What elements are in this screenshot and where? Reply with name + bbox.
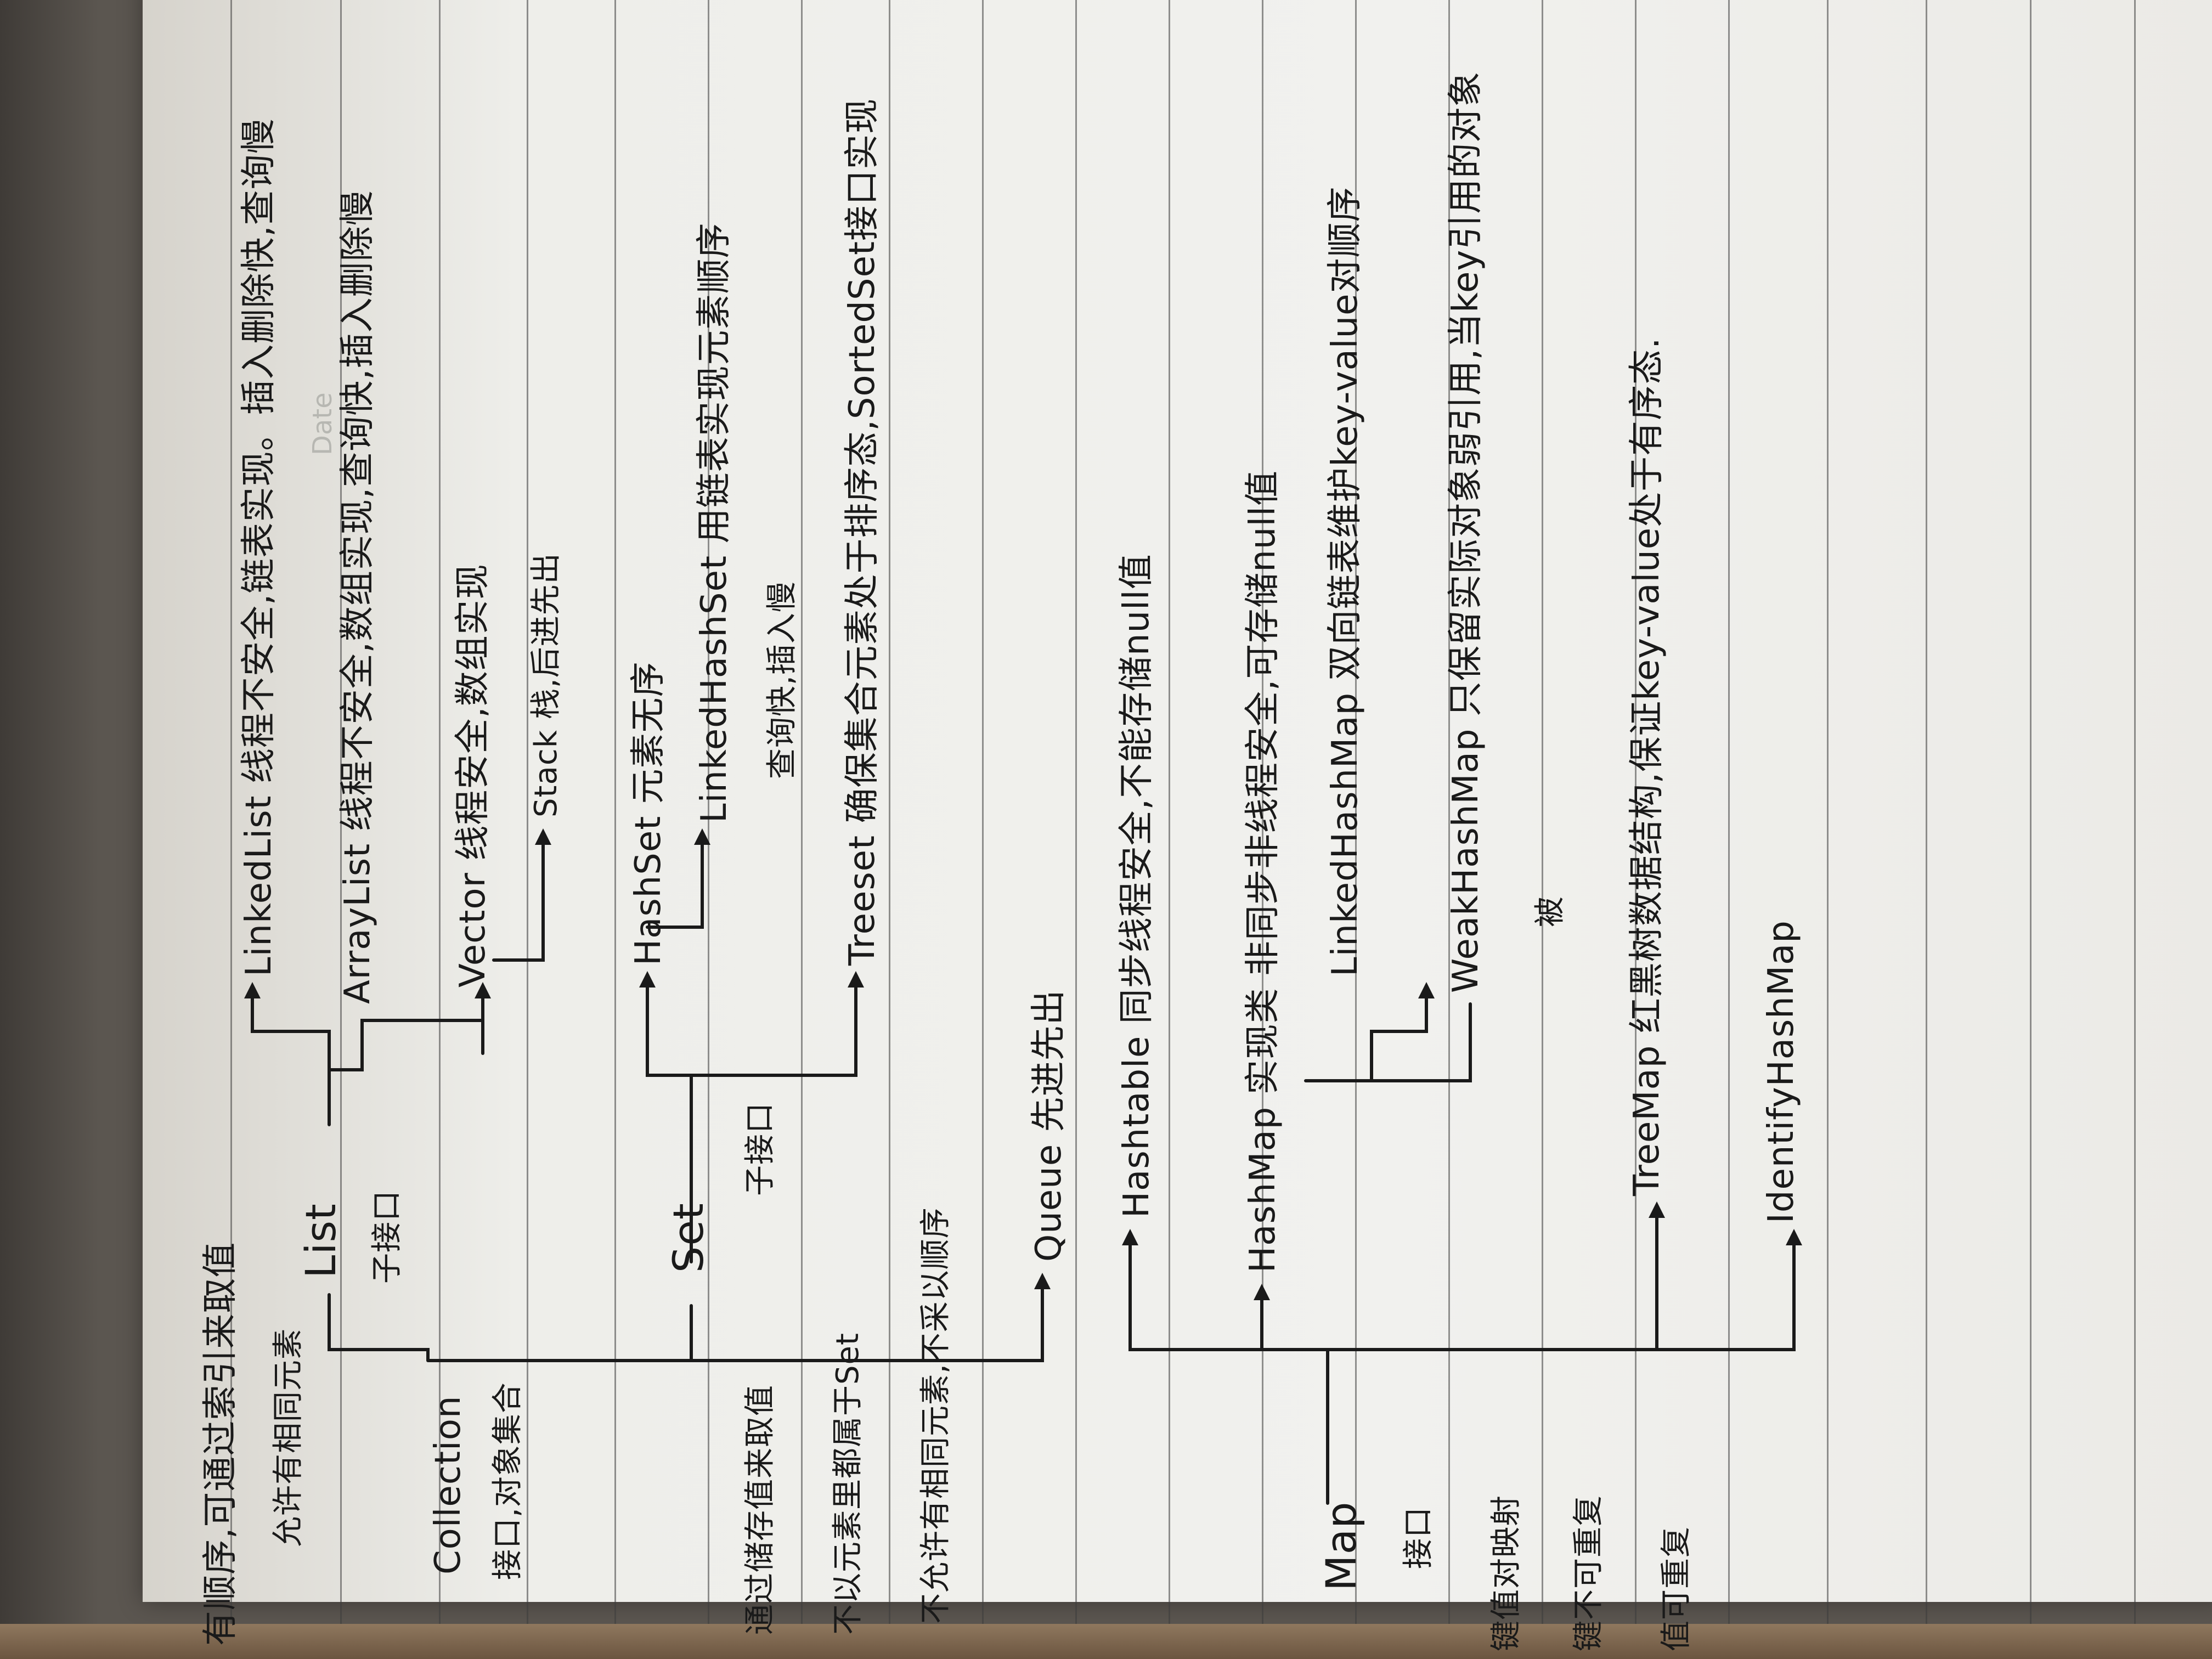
ruled-line bbox=[801, 0, 803, 1624]
ruled-line bbox=[1926, 0, 1927, 1624]
ruled-line bbox=[708, 0, 709, 1624]
queue-node: Queue 先进先出 bbox=[1029, 989, 1069, 1262]
ruled-line bbox=[1635, 0, 1637, 1624]
map-note-2: 键不可重复 bbox=[1571, 1495, 1606, 1651]
set-node: Set bbox=[664, 1203, 713, 1273]
hashset-node: HashSet 元素无序 bbox=[628, 661, 669, 966]
ruled-line bbox=[1262, 0, 1263, 1624]
notebook-binding bbox=[0, 1624, 2212, 1659]
linkedhashset-note: 查询快,插入慢 bbox=[764, 581, 800, 779]
map-note-1: 键值对映射 bbox=[1488, 1495, 1524, 1651]
treemap-node: TreeMap 红黑树数据结构,保证key-value处于有序态. bbox=[1627, 337, 1667, 1196]
ruled-line bbox=[1075, 0, 1077, 1624]
map-root: Map bbox=[1317, 1501, 1365, 1591]
ruled-line bbox=[889, 0, 890, 1624]
collection-root: Collection bbox=[428, 1395, 469, 1575]
set-note-1: 通过储存值来取值 bbox=[742, 1385, 778, 1635]
hashtable-node: Hashtable 同步线程安全,不能存储null值 bbox=[1116, 554, 1157, 1218]
set-note-2: 不以元素里都属于Set bbox=[830, 1333, 866, 1635]
ruled-line bbox=[527, 0, 528, 1624]
ruled-line bbox=[439, 0, 441, 1624]
ruled-line bbox=[1448, 0, 1450, 1624]
ruled-line bbox=[340, 0, 342, 1624]
set-desc: 子接口 bbox=[742, 1102, 778, 1196]
ruled-line bbox=[2030, 0, 2032, 1624]
ruled-line bbox=[1728, 0, 1730, 1624]
ruled-line bbox=[1355, 0, 1357, 1624]
weakhashmap-node: WeakHashMap 只保留实际对象弱引用,当key引用的对象 bbox=[1446, 71, 1486, 993]
identityhashmap-node: IdentifyHashMap bbox=[1761, 920, 1802, 1223]
linkedhashset-node: LinkedHashSet 用链表实现元素顺序 bbox=[694, 222, 735, 823]
background-shadow bbox=[0, 0, 165, 1659]
linkedlist-node: LinkedList 线程不安全,链表实现。插入删除快,查询慢 bbox=[239, 118, 279, 977]
ruled-line bbox=[1169, 0, 1170, 1624]
ruled-line bbox=[982, 0, 984, 1624]
ruled-line bbox=[1542, 0, 1543, 1624]
hashmap-node: HashMap 实现类 非同步非线程安全,可存储null值 bbox=[1243, 470, 1283, 1273]
ruled-line bbox=[614, 0, 616, 1624]
list-note-2: 允许有相同元素 bbox=[270, 1328, 306, 1547]
notebook-page bbox=[143, 0, 2212, 1602]
weakhashmap-note: 被 bbox=[1532, 896, 1568, 927]
collection-root-desc: 接口,对象集合 bbox=[490, 1382, 526, 1580]
stack-node: Stack 栈,后进先出 bbox=[528, 552, 564, 817]
ruled-line bbox=[1827, 0, 1829, 1624]
vector-node: Vector 线程安全,数组实现 bbox=[453, 563, 493, 988]
ruled-line bbox=[230, 0, 232, 1624]
map-root-desc: 接口 bbox=[1401, 1506, 1436, 1569]
ruled-line bbox=[2134, 0, 2136, 1624]
set-note-3: 不允许有相同元素,不采以顺序 bbox=[918, 1207, 953, 1624]
list-note-1: 有顺序,可通过索引来取值 bbox=[200, 1242, 241, 1646]
list-desc: 子接口 bbox=[369, 1190, 405, 1284]
linkedhashmap-node: LinkedHashMap 双向链表维护key-value对顺序 bbox=[1325, 186, 1365, 977]
map-note-3: 值可重复 bbox=[1658, 1526, 1694, 1651]
treeset-node: Treeset 确保集合元素处于排序态,SortedSet接口实现 bbox=[842, 98, 883, 966]
arraylist-node: ArrayList 线程不安全,数组实现,查询快,插入删除慢 bbox=[337, 190, 378, 1004]
list-node: List bbox=[296, 1203, 345, 1278]
